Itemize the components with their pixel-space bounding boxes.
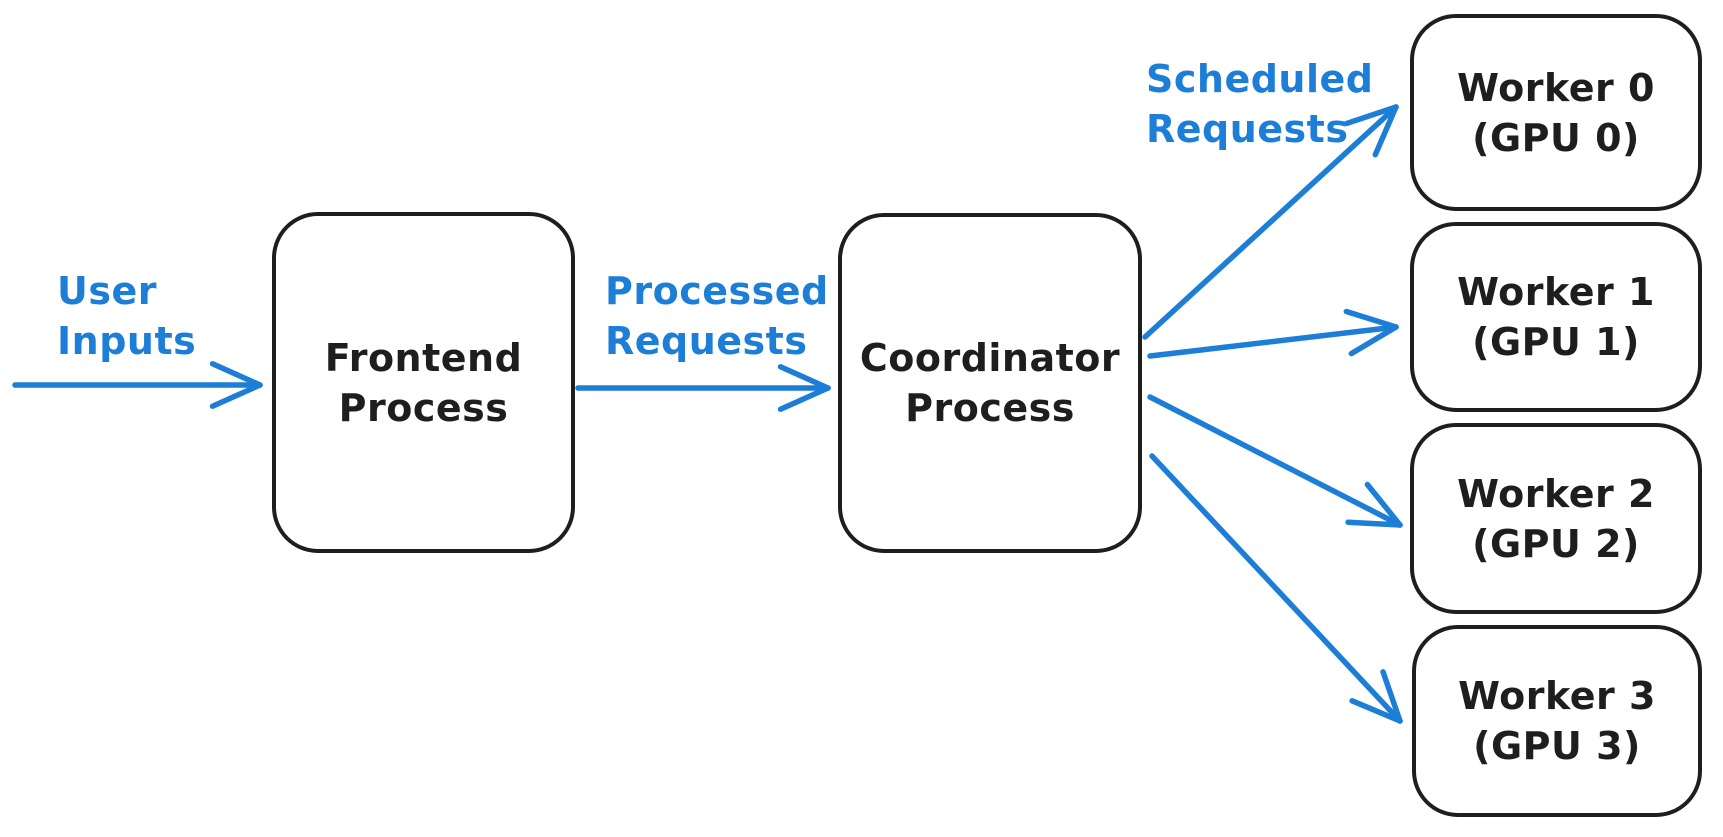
node-coordinator-process: Coordinator Process	[838, 213, 1142, 553]
node-label-line: Process	[905, 386, 1075, 430]
node-label-line: Process	[338, 385, 509, 430]
label-user-inputs: User Inputs	[57, 266, 196, 366]
node-label-line: Worker 2	[1457, 471, 1655, 516]
label-line: Processed	[605, 269, 829, 313]
label-line: User	[57, 269, 157, 313]
scheduled-worker2-arrow	[1147, 394, 1403, 528]
label-line: Requests	[1146, 107, 1349, 151]
node-label-line: Frontend	[324, 335, 523, 380]
user-inputs-arrow	[12, 361, 263, 409]
node-worker-1: Worker 1 (GPU 1)	[1410, 222, 1702, 412]
node-label-line: (GPU 1)	[1472, 320, 1640, 364]
processed-requests-arrow	[575, 364, 831, 412]
node-worker-3: Worker 3 (GPU 3)	[1412, 625, 1702, 817]
node-worker-2: Worker 2 (GPU 2)	[1410, 423, 1702, 614]
node-label-line: Worker 0	[1457, 65, 1655, 110]
node-frontend-process: Frontend Process	[272, 212, 575, 553]
label-line: Inputs	[57, 319, 197, 363]
label-scheduled-requests: Scheduled Requests	[1146, 54, 1373, 154]
node-worker-0: Worker 0 (GPU 0)	[1410, 14, 1702, 211]
node-label-line: Worker 1	[1457, 270, 1655, 314]
label-line: Requests	[605, 319, 808, 363]
node-label-line: Coordinator	[859, 336, 1121, 380]
scheduled-worker1-arrow	[1147, 308, 1399, 359]
node-label-line: Worker 3	[1458, 674, 1656, 718]
label-line: Scheduled	[1146, 57, 1374, 101]
node-label-line: (GPU 2)	[1472, 521, 1640, 566]
node-label-line: (GPU 3)	[1473, 724, 1641, 768]
label-processed-requests: Processed Requests	[605, 266, 829, 366]
node-label-line: (GPU 0)	[1472, 115, 1640, 160]
scheduled-worker3-arrow	[1149, 453, 1403, 724]
